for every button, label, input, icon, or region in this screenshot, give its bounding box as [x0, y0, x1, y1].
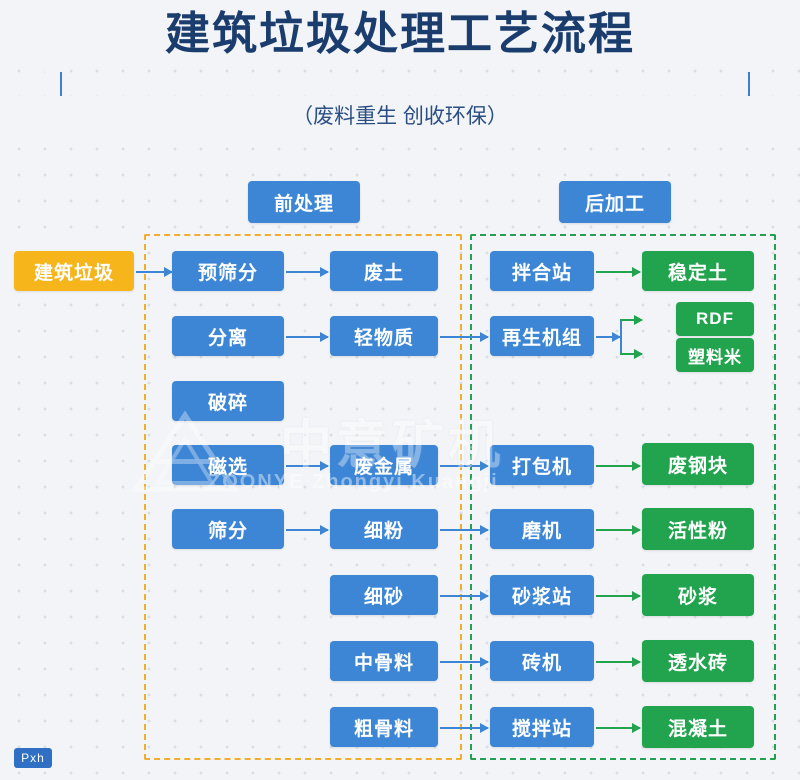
node-equipment-3: 磨机 — [490, 509, 594, 549]
page-subtitle: （废料重生 创收环保） — [0, 96, 800, 134]
node-equipment-0: 拌合站 — [490, 251, 594, 291]
node-product-5: 砂浆 — [642, 574, 754, 616]
arrow-equipment5-to-product6 — [596, 657, 641, 667]
node-material-6: 粗骨料 — [330, 707, 438, 747]
node-process-0: 预筛分 — [172, 251, 284, 291]
group-header-pre-treatment: 前处理 — [248, 181, 360, 223]
node-process-3: 磁选 — [172, 445, 284, 485]
group-box-pre-treatment — [144, 234, 462, 760]
node-product-2: 塑料米 — [676, 338, 754, 372]
node-product-4: 活性粉 — [642, 508, 754, 550]
arrow-material5-to-equipment5 — [440, 657, 489, 667]
node-process-4: 筛分 — [172, 509, 284, 549]
arrow-equipment6-to-product7 — [596, 723, 641, 733]
node-material-0: 废土 — [330, 251, 438, 291]
group-box-post-processing — [470, 234, 776, 760]
arrow-material2-to-equipment2 — [440, 461, 489, 471]
arrow-process1-to-material1 — [286, 332, 329, 342]
arrow-equipment1-to-product2 — [620, 349, 643, 359]
arrow-equipment2-to-product3 — [596, 461, 641, 471]
arrow-equipment4-to-product5 — [596, 591, 641, 601]
node-input-construction-waste: 建筑垃圾 — [14, 251, 134, 291]
node-material-5: 中骨料 — [330, 641, 438, 681]
arrow-material1-to-equipment1 — [440, 332, 489, 342]
group-header-post-processing: 后加工 — [559, 181, 671, 223]
page-title: 建筑垃圾处理工艺流程 — [0, 8, 800, 60]
node-equipment-5: 砖机 — [490, 641, 594, 681]
arrow-equipment0-to-product0 — [596, 267, 641, 277]
arrow-material4-to-equipment4 — [440, 591, 489, 601]
arrow-process4-to-material3 — [286, 525, 329, 535]
arrow-input-to-presort — [136, 267, 173, 277]
arrow-process3-to-material2 — [286, 461, 329, 471]
node-equipment-6: 搅拌站 — [490, 707, 594, 747]
arrow-equipment3-to-product4 — [596, 525, 641, 535]
node-material-4: 细砂 — [330, 575, 438, 615]
node-product-3: 废钢块 — [642, 443, 754, 485]
arrow-equipment1-branch-vertical — [620, 319, 622, 353]
node-material-2: 废金属 — [330, 445, 438, 485]
node-material-1: 轻物质 — [330, 316, 438, 356]
node-product-1: RDF — [676, 302, 754, 336]
node-process-1: 分离 — [172, 316, 284, 356]
arrow-material3-to-equipment3 — [440, 525, 489, 535]
arrow-material6-to-equipment6 — [440, 723, 489, 733]
node-equipment-1: 再生机组 — [490, 316, 594, 356]
node-equipment-2: 打包机 — [490, 445, 594, 485]
node-product-0: 稳定土 — [642, 251, 754, 291]
node-product-6: 透水砖 — [642, 640, 754, 682]
arrow-equipment1-to-product1 — [620, 315, 643, 325]
arrow-process0-to-material0 — [286, 267, 329, 277]
arrow-equipment1-branch-stem — [596, 332, 621, 342]
corner-badge: Pxh — [14, 748, 52, 768]
node-material-3: 细粉 — [330, 509, 438, 549]
node-product-7: 混凝土 — [642, 706, 754, 748]
node-equipment-4: 砂浆站 — [490, 575, 594, 615]
node-process-2: 破碎 — [172, 381, 284, 421]
